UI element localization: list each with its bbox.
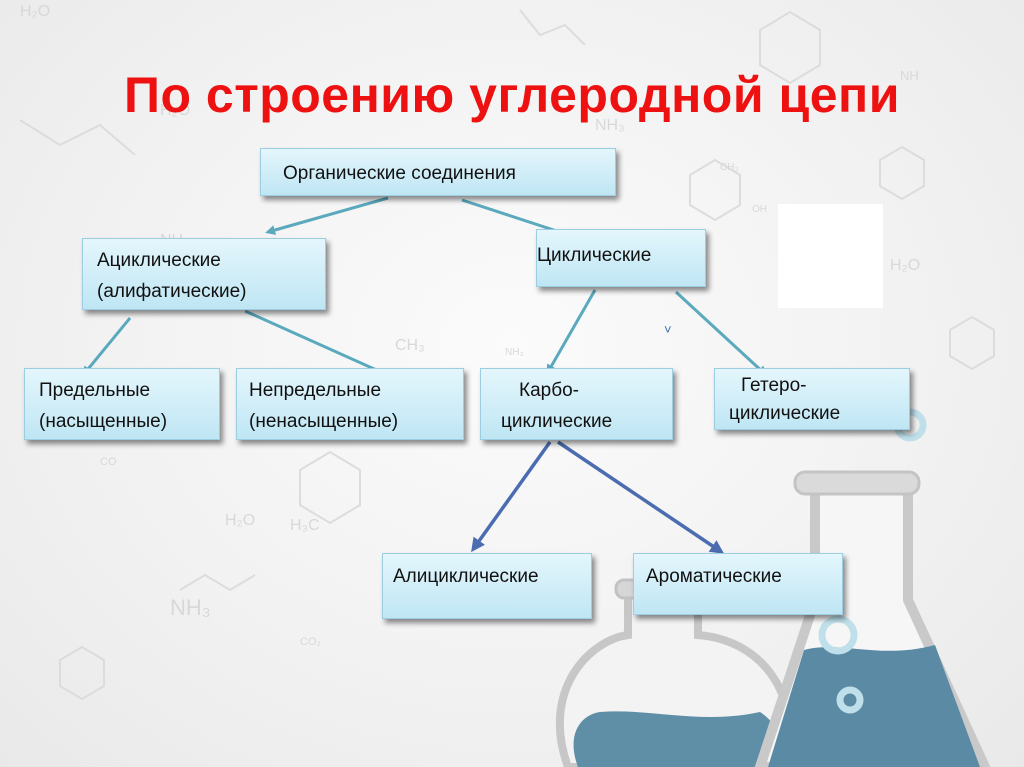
node-heterocyclic: Гетеро- циклические (714, 368, 910, 430)
node-label: Органические соединения (283, 163, 516, 184)
arrow-cyclic-to-heterocyclic (674, 290, 768, 377)
node-label-line1: Гетеро- (741, 375, 807, 396)
svg-text:H₂O: H₂O (225, 512, 255, 529)
svg-text:H₂O: H₂O (160, 102, 190, 119)
svg-text:CH₃: CH₃ (395, 337, 425, 354)
svg-text:H₃C: H₃C (290, 517, 320, 534)
node-label-line1: Карбо- (519, 380, 579, 401)
svg-text:NH₃: NH₃ (595, 117, 625, 134)
arrow-cyclic-to-carbocyclic (546, 289, 597, 375)
svg-text:H₂O: H₂O (890, 257, 920, 274)
node-label-line1: Непредельные (249, 380, 382, 401)
node-label-line2: (ненасыщенные) (249, 411, 399, 432)
stray-mark: ˅ (664, 322, 672, 337)
node-acyclic: Ациклические (алифатические) (82, 238, 326, 310)
node-label-line1: Ациклические (97, 250, 221, 271)
node-label-line2: (алифатические) (97, 281, 247, 302)
arrow-carbocyclic-to-aromatic (557, 440, 725, 554)
page-title: По строению углеродной цепи (124, 67, 900, 123)
svg-text:CO: CO (100, 456, 117, 468)
node-aromatic: Ароматические (633, 553, 843, 615)
node-label-line2: (насыщенные) (39, 411, 168, 432)
svg-text:NH₃: NH₃ (505, 347, 524, 358)
node-label: Циклические (537, 245, 652, 266)
node-label-line2: циклические (501, 411, 613, 432)
node-label: Ароматические (646, 566, 782, 587)
white-placeholder-box (778, 204, 883, 308)
arrow-carbocyclic-to-alicyclic (471, 440, 552, 553)
svg-text:CH₃: CH₃ (720, 162, 739, 173)
arrow-root-to-acyclic (265, 196, 389, 235)
svg-text:CO₂: CO₂ (300, 636, 321, 648)
svg-text:NH: NH (900, 68, 919, 83)
node-cyclic: Циклические (536, 229, 706, 287)
arrow-acyclic-to-unsaturated (244, 309, 395, 379)
node-carbocyclic: Карбо- циклические (480, 368, 673, 440)
node-label-line2: циклические (729, 403, 841, 424)
node-label-line1: Предельные (39, 380, 151, 401)
node-alicyclic: Алициклические (382, 553, 592, 619)
arrow-acyclic-to-saturated (82, 317, 132, 377)
node-unsaturated: Непредельные (ненасыщенные) (236, 368, 464, 440)
svg-text:H₂O: H₂O (20, 3, 50, 20)
svg-text:OH: OH (752, 204, 767, 215)
node-organic-compounds: Органические соединения (260, 148, 616, 196)
node-saturated: Предельные (насыщенные) (24, 368, 220, 440)
node-label: Алициклические (393, 566, 539, 587)
svg-text:NH₃: NH₃ (170, 595, 211, 620)
